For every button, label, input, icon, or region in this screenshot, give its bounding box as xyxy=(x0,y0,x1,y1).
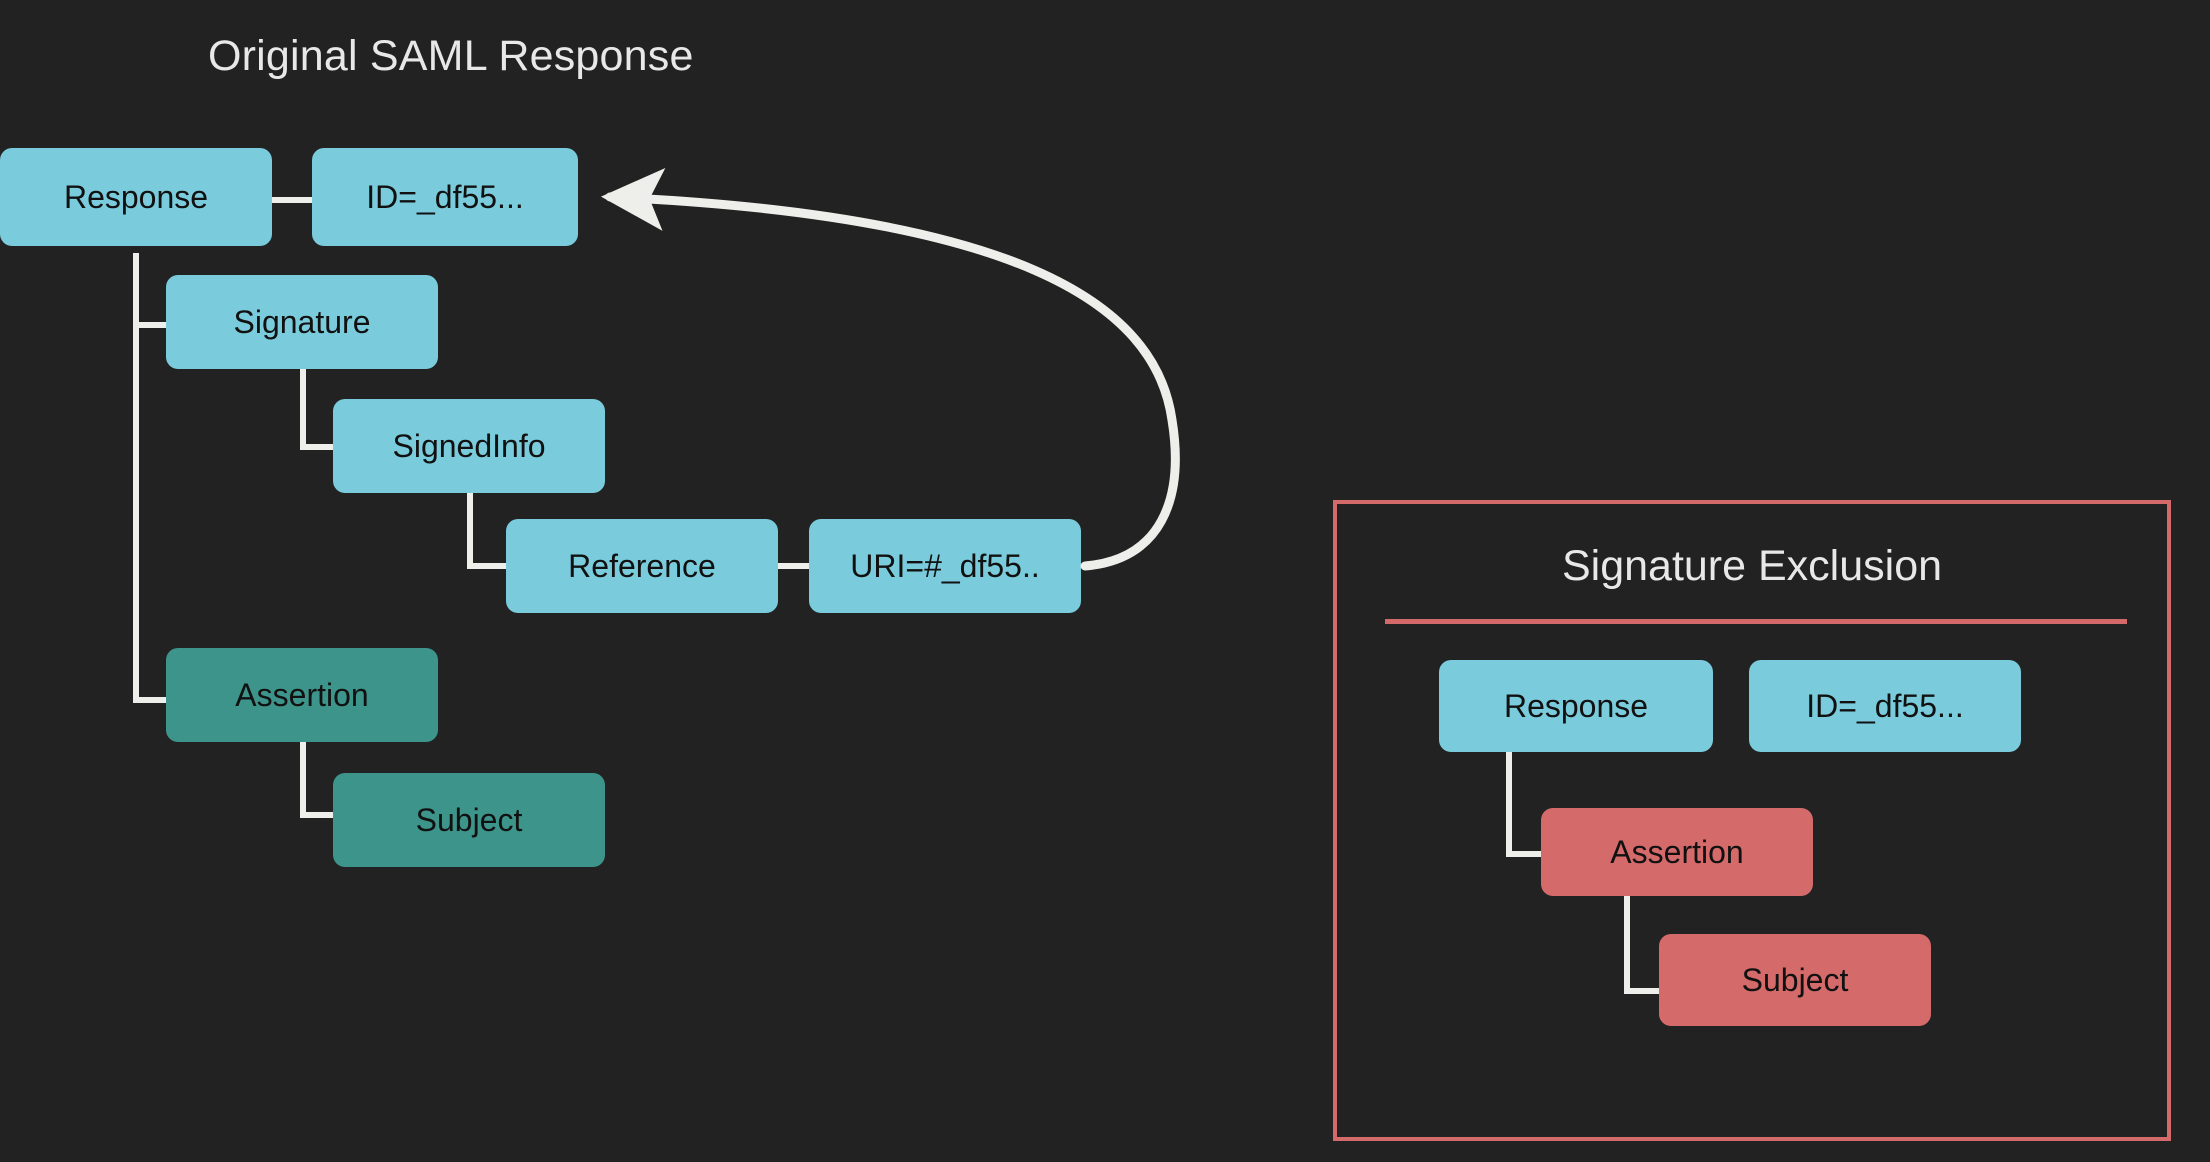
connector-reference-to-uri xyxy=(777,563,810,569)
node-signedinfo[interactable]: SignedInfo xyxy=(333,399,605,493)
panel-node-id-attribute[interactable]: ID=_df55... xyxy=(1749,660,2021,752)
panel-node-assertion[interactable]: Assertion xyxy=(1541,808,1813,896)
connector-panel-response-to-assertion xyxy=(1506,851,1543,857)
connector-signature-to-signedinfo xyxy=(300,444,335,450)
panel-node-subject[interactable]: Subject xyxy=(1659,934,1931,1026)
connector-response-trunk xyxy=(133,253,139,703)
connector-response-to-id xyxy=(272,197,314,203)
connector-signedinfo-drop xyxy=(467,487,473,569)
connector-panel-response-drop xyxy=(1506,752,1512,857)
node-response[interactable]: Response xyxy=(0,148,272,246)
connector-signedinfo-to-reference xyxy=(467,563,507,569)
node-subject[interactable]: Subject xyxy=(333,773,605,867)
exclusion-panel-title: Signature Exclusion xyxy=(1561,542,1943,590)
signature-exclusion-panel: Signature Exclusion Response ID=_df55...… xyxy=(1333,500,2171,1141)
node-signature[interactable]: Signature xyxy=(166,275,438,369)
connector-assertion-drop xyxy=(300,736,306,818)
node-assertion[interactable]: Assertion xyxy=(166,648,438,742)
panel-title-divider xyxy=(1385,619,2127,624)
connector-panel-assertion-drop xyxy=(1624,894,1630,994)
node-reference[interactable]: Reference xyxy=(506,519,778,613)
connector-assertion-to-subject xyxy=(300,812,335,818)
node-id-attribute[interactable]: ID=_df55... xyxy=(312,148,578,246)
connector-response-to-signature xyxy=(133,322,168,328)
connector-signature-drop xyxy=(300,369,306,450)
connector-response-to-assertion xyxy=(133,697,168,703)
panel-node-response[interactable]: Response xyxy=(1439,660,1713,752)
node-uri-attribute[interactable]: URI=#_df55.. xyxy=(809,519,1081,613)
left-diagram-title: Original SAML Response xyxy=(208,32,694,80)
connector-panel-assertion-to-subject xyxy=(1624,988,1659,994)
